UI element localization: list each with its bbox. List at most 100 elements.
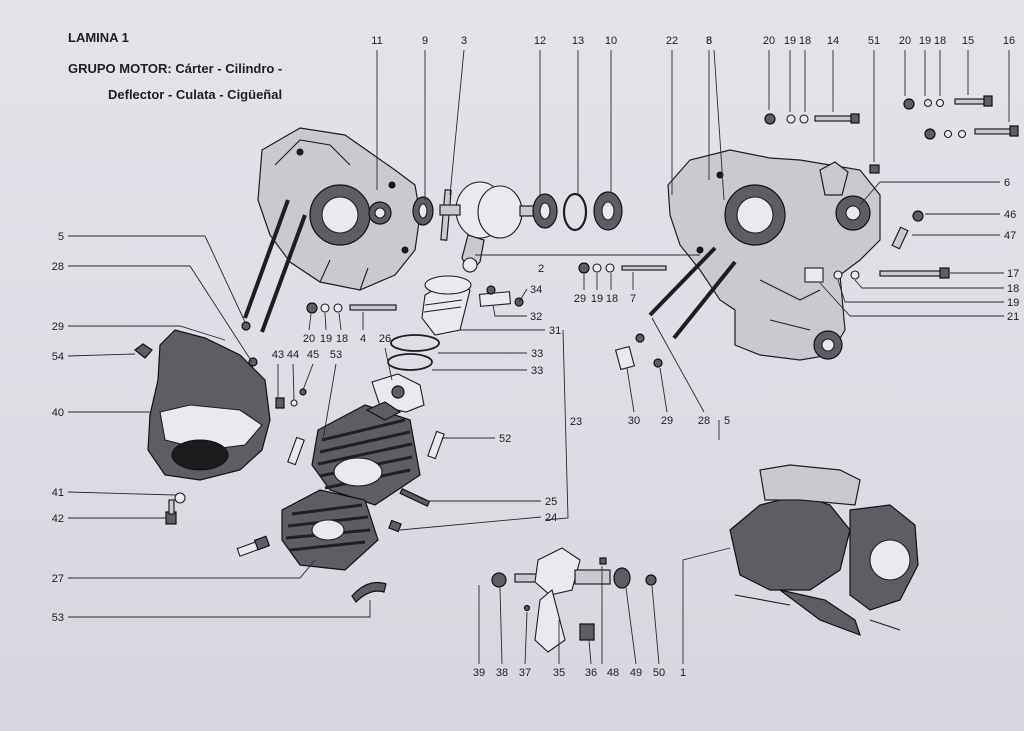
callout-label-43: 43 <box>272 349 284 361</box>
callout-label-18: 18 <box>799 35 811 47</box>
leader-line-6 <box>859 181 1000 206</box>
leader-line-5 <box>68 235 246 323</box>
callout-label-3: 3 <box>461 35 467 47</box>
callout-label-10: 10 <box>605 35 617 47</box>
callout-label-38: 38 <box>496 667 508 679</box>
small-hardware-41-42-43-44-45 <box>165 388 307 525</box>
callout-label-1: 1 <box>680 667 686 679</box>
circlip-13 <box>562 192 588 232</box>
leader-line-41 <box>67 491 177 496</box>
callout-label-48: 48 <box>607 667 619 679</box>
callout-label-12: 12 <box>534 35 546 47</box>
studs-and-nuts-center <box>578 246 737 371</box>
callout-label-27: 27 <box>52 573 64 585</box>
callout-label-32: 32 <box>530 311 542 323</box>
leader-line-23 <box>544 329 569 521</box>
callout-label-5: 5 <box>724 415 730 427</box>
callout-label-37: 37 <box>519 667 531 679</box>
callout-label-19: 19 <box>591 293 603 305</box>
bearing-9 <box>412 196 434 226</box>
callout-label-41: 41 <box>52 487 64 499</box>
studs-24-25-52 <box>287 430 445 533</box>
callout-label-29: 29 <box>52 321 64 333</box>
callout-label-31: 31 <box>549 325 561 337</box>
group-title-line-1: GRUPO MOTOR: Cárter - Cilindro - <box>68 61 283 76</box>
leader-line-29 <box>659 367 668 413</box>
leader-line-26 <box>384 347 393 381</box>
callout-label-33: 33 <box>531 365 543 377</box>
cooling-shroud-40 <box>134 329 271 481</box>
callout-label-19: 19 <box>320 333 332 345</box>
callout-label-21: 21 <box>1007 311 1019 323</box>
leader-line-49 <box>625 587 637 665</box>
callout-label-53: 53 <box>330 349 342 361</box>
callout-label-23: 23 <box>570 416 582 428</box>
callout-label-29: 29 <box>574 293 586 305</box>
nut-51 <box>869 164 880 174</box>
leader-line-53 <box>322 363 337 441</box>
callout-label-20: 20 <box>899 35 911 47</box>
callout-label-8: 8 <box>706 35 712 47</box>
callout-label-52: 52 <box>499 433 511 445</box>
callout-label-8: 8 <box>706 35 712 47</box>
callout-label-5: 5 <box>58 231 64 243</box>
callout-label-20: 20 <box>303 333 315 345</box>
callout-label-13: 13 <box>572 35 584 47</box>
leader-line-18 <box>338 312 342 331</box>
callout-label-18: 18 <box>336 333 348 345</box>
callout-label-39: 39 <box>473 667 485 679</box>
leader-line-19 <box>837 279 1004 303</box>
callout-label-18: 18 <box>1007 283 1019 295</box>
callout-label-19: 19 <box>1007 297 1019 309</box>
leader-line-44 <box>292 363 295 401</box>
callout-label-51: 51 <box>868 35 880 47</box>
leader-line-20 <box>308 313 312 331</box>
leader-line-18 <box>854 279 1004 289</box>
callout-label-34: 34 <box>530 284 542 296</box>
callout-label-17: 17 <box>1007 268 1019 280</box>
leader-line-38 <box>499 587 503 665</box>
leader-line-34 <box>518 288 528 303</box>
piston-31 <box>421 275 472 336</box>
callout-label-54: 54 <box>52 351 64 363</box>
callout-label-19: 19 <box>784 35 796 47</box>
callout-label-18: 18 <box>606 293 618 305</box>
leader-line-3 <box>449 49 465 196</box>
callout-label-49: 49 <box>630 667 642 679</box>
callout-label-15: 15 <box>962 35 974 47</box>
leader-line-54 <box>67 353 136 357</box>
callout-label-28: 28 <box>52 261 64 273</box>
leader-line-45 <box>302 363 314 391</box>
assembled-engine-1 <box>729 464 919 637</box>
leader-line-53 <box>68 600 371 618</box>
callout-label-16: 16 <box>1003 35 1015 47</box>
crankshaft-assembly-2 <box>439 181 541 273</box>
left-crankcase-half <box>257 127 421 291</box>
right-crankcase-half <box>667 149 881 361</box>
callout-label-22: 22 <box>666 35 678 47</box>
callout-label-29: 29 <box>661 415 673 427</box>
cylinder-head-27 <box>281 489 379 571</box>
callout-label-46: 46 <box>1004 209 1016 221</box>
callout-label-36: 36 <box>585 667 597 679</box>
callout-label-47: 47 <box>1004 230 1016 242</box>
callout-label-53: 53 <box>52 612 64 624</box>
leader-line-37 <box>524 611 528 665</box>
callout-label-9: 9 <box>422 35 428 47</box>
leader-line-28 <box>68 265 253 363</box>
leader-line-8 <box>713 49 725 201</box>
callout-label-50: 50 <box>653 667 665 679</box>
callout-label-2: 2 <box>538 263 544 275</box>
callout-label-6: 6 <box>1004 177 1010 189</box>
leader-line-28 <box>651 317 705 413</box>
spark-plug <box>236 535 271 557</box>
crankshaft-35 <box>491 547 657 653</box>
shroud-clip-53 <box>351 581 387 603</box>
callout-label-40: 40 <box>52 407 64 419</box>
leader-line-19 <box>324 312 327 331</box>
callout-label-18: 18 <box>934 35 946 47</box>
callout-label-19: 19 <box>919 35 931 47</box>
